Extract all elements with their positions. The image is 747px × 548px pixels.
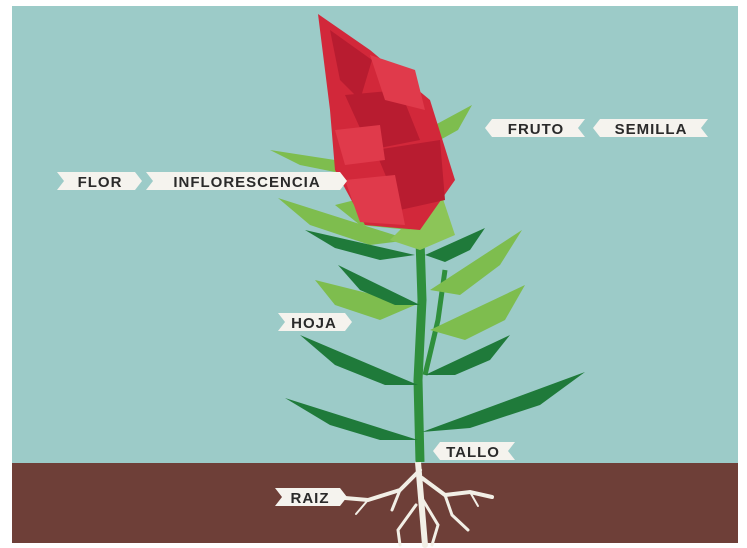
label-hoja: HOJA	[278, 313, 352, 332]
label-raiz: RAIZ	[275, 488, 347, 507]
label-raiz-text: RAIZ	[291, 490, 330, 507]
label-fruto-text: FRUTO	[508, 121, 564, 138]
label-flor: FLOR	[57, 172, 142, 191]
soil-background	[12, 463, 738, 543]
label-inflorescencia-text: INFLORESCENCIA	[173, 174, 320, 191]
label-semilla-text: SEMILLA	[615, 121, 688, 138]
label-fruto: FRUTO	[485, 119, 585, 138]
label-tallo-text: TALLO	[446, 444, 500, 461]
label-inflorescencia: INFLORESCENCIA	[146, 172, 347, 191]
label-semilla: SEMILLA	[593, 119, 708, 138]
label-hoja-text: HOJA	[291, 315, 337, 332]
label-tallo: TALLO	[433, 442, 515, 461]
label-flor-text: FLOR	[78, 174, 123, 191]
stem	[418, 240, 422, 462]
